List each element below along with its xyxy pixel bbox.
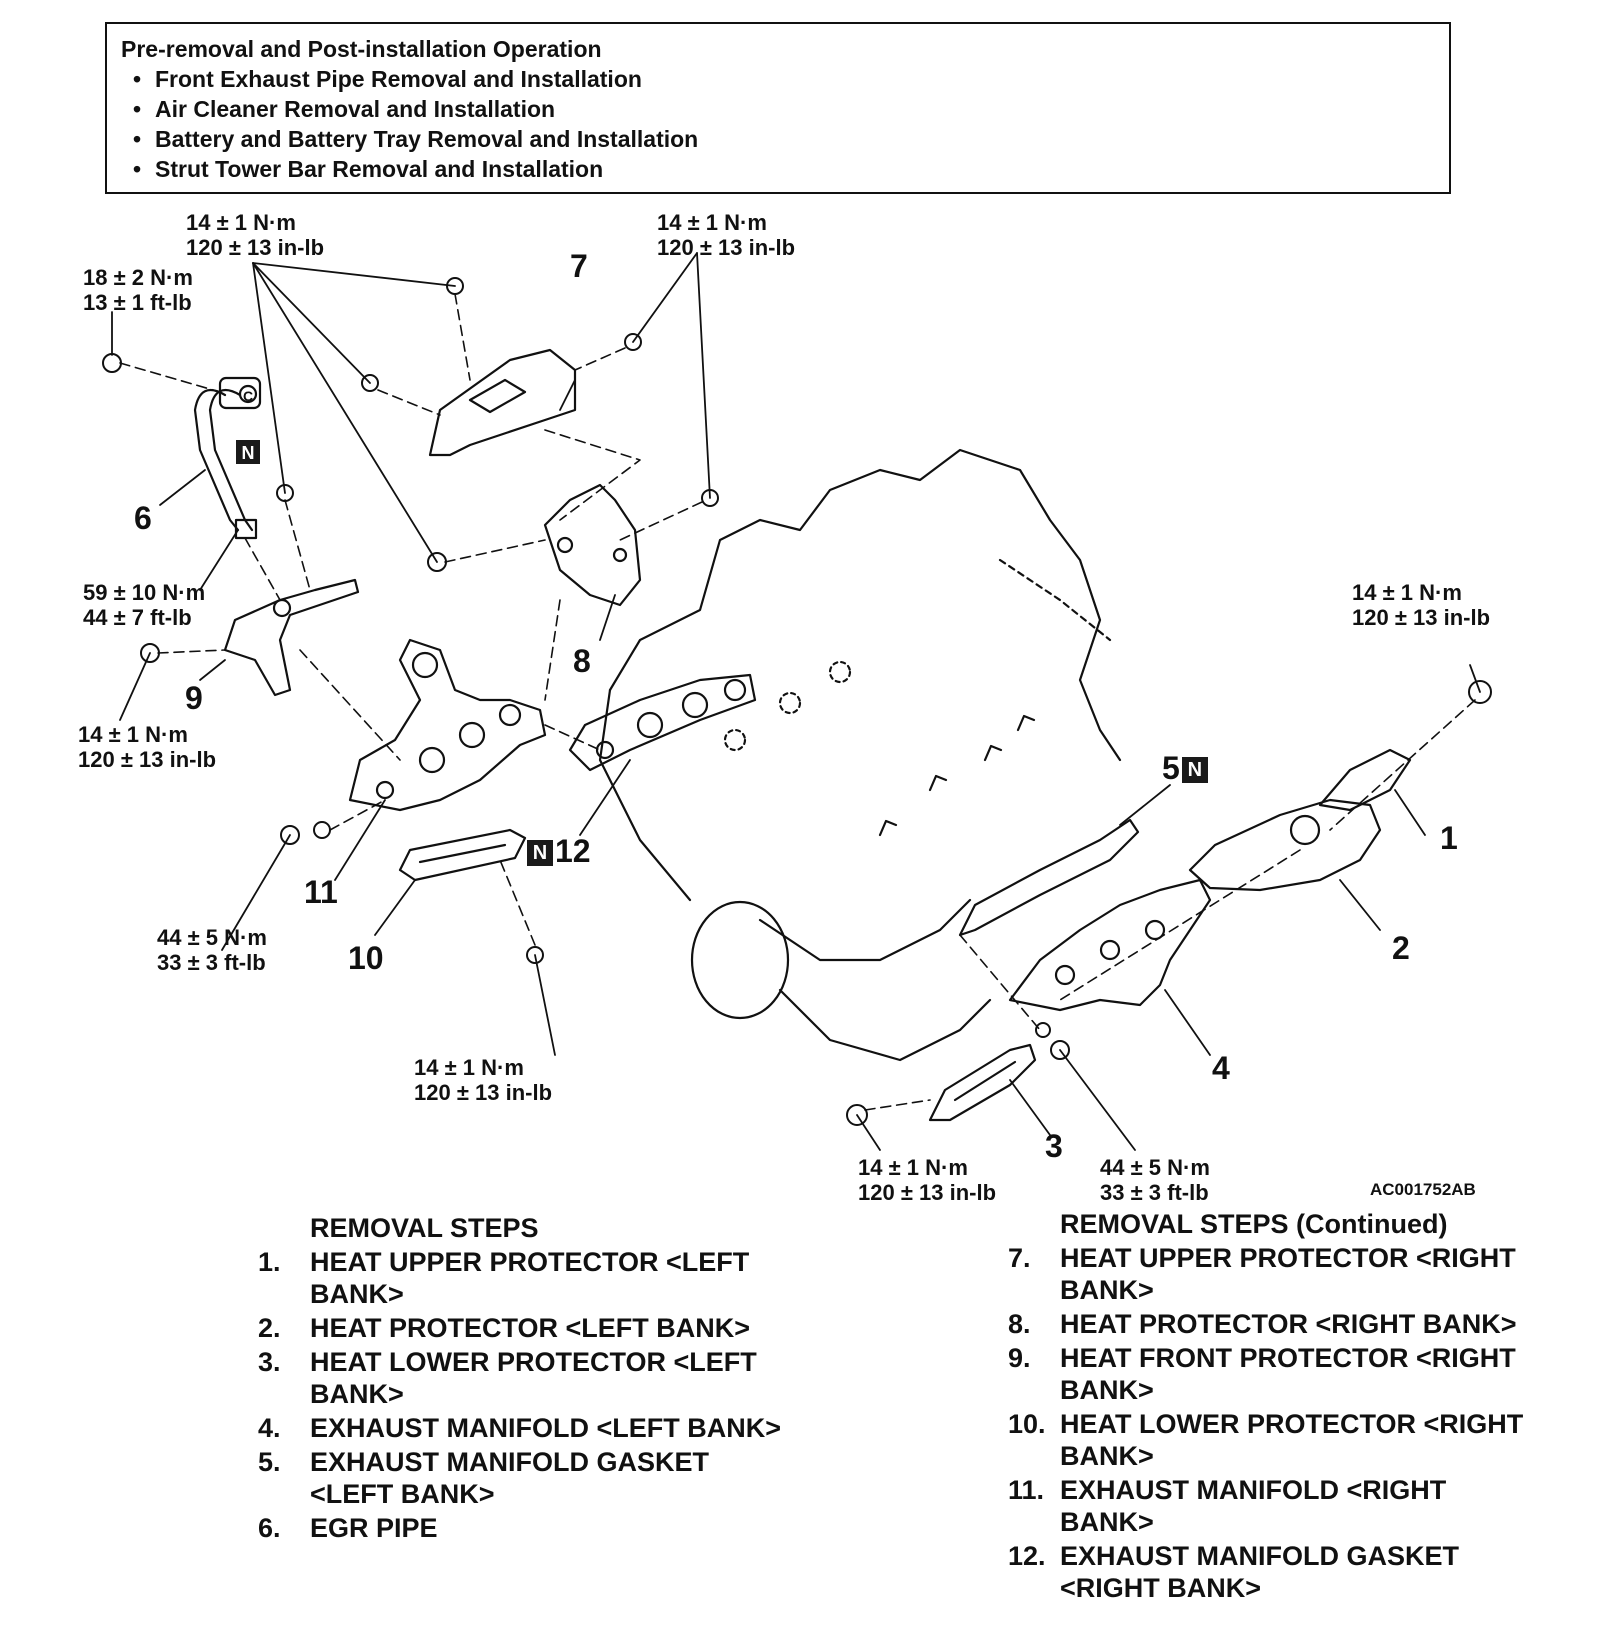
pre-removal-title: Pre-removal and Post-installation Operat…	[121, 36, 602, 62]
torque-spec-front-protector: 14 ± 1 N·m 120 ± 13 in-lb	[78, 722, 217, 772]
removal-steps-continued-title: REMOVAL STEPS (Continued)	[1060, 1209, 1448, 1239]
callout-8: 8	[573, 643, 591, 679]
list-item: 6.EGR PIPE	[258, 1513, 438, 1543]
callout-1: 1	[1440, 820, 1458, 856]
callout-6: 6	[134, 500, 152, 536]
torque-spec-top-center: 14 ± 1 N·m 120 ± 13 in-lb	[186, 210, 325, 260]
callout-9: 9	[185, 680, 203, 716]
part-4-exhaust-manifold	[1008, 878, 1212, 1012]
torque-spec-top-right: 14 ± 1 N·m 120 ± 13 in-lb	[657, 210, 796, 260]
pre-removal-box: Pre-removal and Post-installation Operat…	[105, 22, 1451, 194]
pre-removal-item: Front Exhaust Pipe Removal and Installat…	[121, 64, 1435, 94]
removal-steps-list: 1.HEAT UPPER PROTECTOR <LEFT BANK> 2.HEA…	[258, 1246, 788, 1544]
list-item: 12.EXHAUST MANIFOLD GASKET <RIGHT BANK>	[1008, 1541, 1460, 1603]
n-badge-icons: N	[236, 440, 260, 464]
part-1-heat-upper-protector	[1318, 748, 1412, 812]
part-10-heat-lower-protector	[398, 828, 527, 882]
list-item: 9.HEAT FRONT PROTECTOR <RIGHT BANK>	[1008, 1343, 1516, 1405]
list-item: 8.HEAT PROTECTOR <RIGHT BANK>	[1008, 1309, 1517, 1339]
list-item: 2.HEAT PROTECTOR <LEFT BANK>	[258, 1313, 751, 1343]
torque-spec-right-lower-protector: 14 ± 1 N·m 120 ± 13 in-lb	[414, 1055, 553, 1105]
part-2-heat-protector	[1188, 798, 1382, 892]
removal-steps: REMOVAL STEPS 1.HEAT UPPER PROTECTOR <LE…	[258, 1212, 788, 1546]
list-item: 5.EXHAUST MANIFOLD GASKET <LEFT BANK>	[258, 1447, 710, 1509]
callout-2: 2	[1392, 930, 1410, 966]
list-item: 4.EXHAUST MANIFOLD <LEFT BANK>	[258, 1413, 782, 1443]
assembly-lines	[119, 293, 1476, 1111]
torque-spec-right-manifold-nut: 44 ± 5 N·m 33 ± 3 ft-lb	[157, 925, 267, 975]
torque-spec-left-upper-protector: 14 ± 1 N·m 120 ± 13 in-lb	[1352, 580, 1491, 630]
removal-steps-title: REMOVAL STEPS	[310, 1213, 539, 1243]
callout-4: 4	[1212, 1050, 1230, 1086]
pre-removal-list: Front Exhaust Pipe Removal and Installat…	[121, 64, 1435, 184]
part-11-exhaust-manifold	[348, 638, 547, 812]
callout-3: 3	[1045, 1128, 1063, 1164]
n-badge-icon: N	[1181, 757, 1208, 783]
part-8-heat-protector	[543, 483, 642, 607]
list-item: 11.EXHAUST MANIFOLD <RIGHT BANK>	[1008, 1475, 1447, 1537]
c-mark-icon: C	[243, 388, 253, 404]
part-9-heat-front-protector	[223, 578, 360, 697]
part-7-heat-upper-protector	[428, 348, 577, 457]
n-badge-icon: N	[242, 443, 255, 463]
torque-spec-egr-bolt: 18 ± 2 N·m 13 ± 1 ft-lb	[83, 265, 193, 315]
torque-spec-left-manifold-nut: 44 ± 5 N·m 33 ± 3 ft-lb	[1100, 1155, 1210, 1205]
pre-removal-item: Strut Tower Bar Removal and Installation	[121, 154, 1435, 184]
part-12-exhaust-manifold-gasket	[568, 673, 757, 772]
callout-10: 10	[348, 940, 384, 976]
list-item: 10.HEAT LOWER PROTECTOR <RIGHT BANK>	[1008, 1409, 1524, 1471]
list-item: 7.HEAT UPPER PROTECTOR <RIGHT BANK>	[1008, 1243, 1516, 1305]
torque-spec-egr-fitting: 59 ± 10 N·m 44 ± 7 ft-lb	[83, 580, 206, 630]
callout-11: 11	[304, 874, 338, 910]
pre-removal-item: Air Cleaner Removal and Installation	[121, 94, 1435, 124]
removal-steps-continued: REMOVAL STEPS (Continued) 7.HEAT UPPER P…	[1008, 1208, 1528, 1606]
leader-lines	[111, 252, 1481, 1151]
fasteners	[102, 277, 1492, 1126]
list-item: 1.HEAT UPPER PROTECTOR <LEFT BANK>	[258, 1247, 750, 1309]
part-3-heat-lower-protector	[928, 1043, 1037, 1122]
pre-removal-item: Battery and Battery Tray Removal and Ins…	[121, 124, 1435, 154]
removal-steps-continued-list: 7.HEAT UPPER PROTECTOR <RIGHT BANK> 8.HE…	[1008, 1242, 1528, 1604]
engine-block-outline	[598, 448, 1122, 1062]
image-code: AC001752AB	[1370, 1180, 1476, 1199]
callout-7: 7	[570, 248, 588, 284]
list-item: 3.HEAT LOWER PROTECTOR <LEFT BANK>	[258, 1347, 757, 1409]
part-5-exhaust-manifold-gasket	[958, 818, 1140, 937]
n-badge-icon: N	[527, 840, 553, 866]
torque-spec-left-lower-protector: 14 ± 1 N·m 120 ± 13 in-lb	[858, 1155, 997, 1205]
